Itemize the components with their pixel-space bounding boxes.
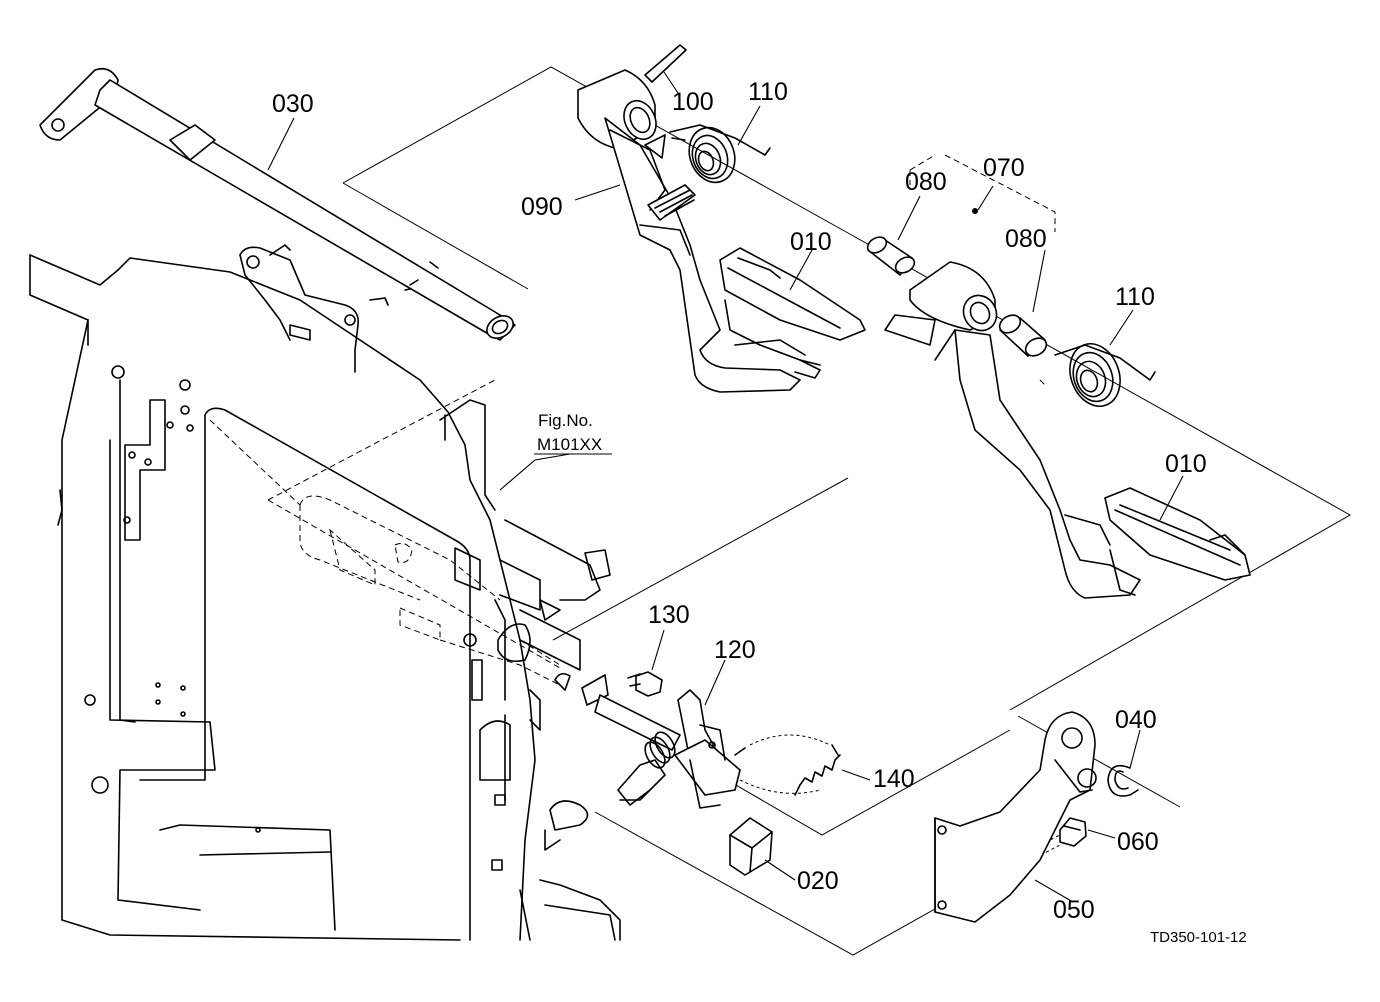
part-140-spring <box>734 744 841 796</box>
fig-reference-number: M101XX <box>537 435 602 454</box>
label-110-right: 110 <box>1115 283 1155 311</box>
label-030: 030 <box>272 90 314 118</box>
label-010-lower: 010 <box>1165 450 1207 478</box>
part-050-bracket <box>934 711 1097 923</box>
part-020-pad <box>729 817 773 876</box>
part-110-spring-upper <box>669 124 771 184</box>
label-050: 050 <box>1053 896 1095 924</box>
part-030-shaft <box>39 67 516 341</box>
label-020: 020 <box>797 867 839 895</box>
label-140: 140 <box>873 765 915 793</box>
part-060-nut <box>1059 817 1087 847</box>
label-130: 130 <box>648 601 690 629</box>
part-040-clip <box>1107 764 1139 797</box>
part-070-pedal-assembly <box>884 208 1251 599</box>
part-100-pin <box>644 44 687 83</box>
part-110-spring-right <box>1054 343 1156 407</box>
label-080-left: 080 <box>905 168 947 196</box>
part-120-arm <box>581 674 741 809</box>
label-070: 070 <box>983 154 1025 182</box>
lower-group-outline <box>552 477 1181 956</box>
leader-lines <box>267 71 1184 903</box>
label-120: 120 <box>714 636 756 664</box>
label-040: 040 <box>1115 706 1157 734</box>
upper-group-outline <box>342 66 1352 711</box>
label-110-upper: 110 <box>748 78 788 106</box>
drawing-code: TD350-101-12 <box>1150 929 1247 946</box>
part-090-pedal <box>577 69 866 393</box>
part-080-bushing-right <box>998 314 1048 357</box>
label-010-upper: 010 <box>790 228 832 256</box>
fig-reference-title: Fig.No. <box>538 411 593 430</box>
part-080-bushing-left <box>866 236 916 276</box>
part-130-bolt <box>627 671 663 697</box>
label-100: 100 <box>672 88 714 116</box>
label-090: 090 <box>521 193 563 221</box>
dash-panel-frame <box>29 254 621 941</box>
label-080-right: 080 <box>1005 225 1047 253</box>
label-060: 060 <box>1117 828 1159 856</box>
